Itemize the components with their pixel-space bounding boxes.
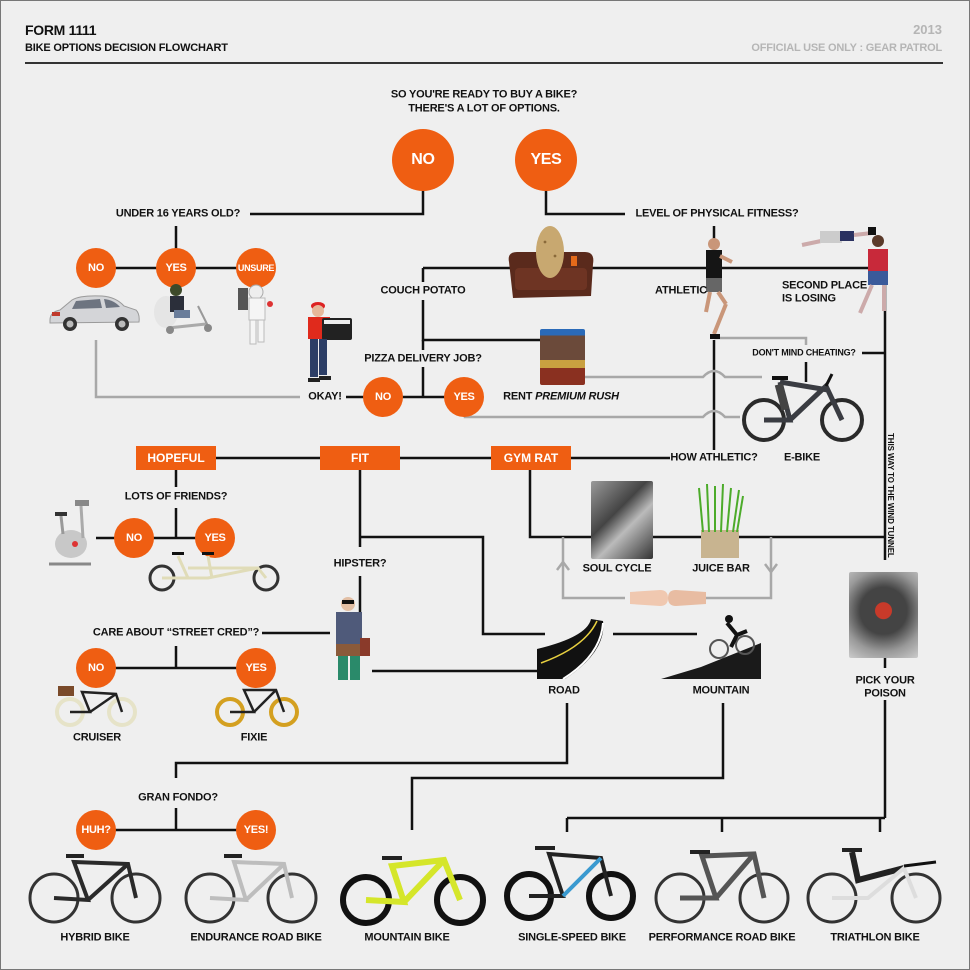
root-yes-node[interactable]: YES — [515, 129, 577, 191]
okay-label: OKAY! — [308, 390, 342, 403]
cruiser-label: CRUISER — [72, 731, 122, 744]
bike-label-endurance-road: ENDURANCE ROAD BIKE — [190, 931, 322, 944]
pizza-yes-node[interactable]: YES — [444, 377, 484, 417]
car-image — [49, 295, 140, 331]
pizza-question: PIZZA DELIVERY JOB? — [364, 352, 482, 365]
wind-tunnel-image — [849, 572, 918, 658]
road-image — [537, 619, 604, 679]
start-question-line1: SO YOU'RE READY TO BUY A BIKE? — [390, 88, 578, 101]
cheating-question: DON'T MIND CHEATING? — [752, 347, 856, 358]
bike-label-triathlon: TRIATHLON BIKE — [830, 931, 920, 944]
friends-yes-node[interactable]: YES — [195, 518, 235, 558]
pick-your-poison-line1: PICK YOUR — [855, 674, 915, 687]
fixie-bike-image — [215, 688, 299, 727]
street-cred-question: CARE ABOUT “STREET CRED”? — [92, 626, 260, 639]
athletic-runner-image — [704, 238, 733, 339]
mountain-bike-image — [340, 856, 486, 926]
pizza-delivery-person-image — [308, 302, 352, 382]
couch-potato-label: COUCH POTATO — [380, 284, 466, 297]
fist-bump-image — [630, 590, 706, 606]
year: 2013 — [913, 22, 942, 37]
under16-question: UNDER 16 YEARS OLD? — [115, 207, 241, 220]
rent-premium-rush-label: RENT PREMIUM RUSH — [503, 391, 619, 404]
fitness-question: LEVEL OF PHYSICAL FITNESS? — [635, 207, 799, 220]
athletic-label: ATHLETIC — [655, 284, 707, 297]
juice-bar-label: JUICE BAR — [692, 562, 750, 575]
hipster-image — [336, 597, 370, 680]
bike-label-hybrid: HYBRID BIKE — [60, 931, 130, 944]
friends-question: LOTS OF FRIENDS? — [124, 490, 228, 503]
e-bike-image — [742, 373, 864, 442]
gym-rat-node[interactable]: GYM RAT — [491, 446, 571, 470]
triathlon-bike-image — [806, 848, 942, 924]
wrestlers-image — [801, 227, 888, 314]
hybrid-bike-image — [28, 854, 162, 924]
movie-title: PREMIUM RUSH — [535, 390, 619, 403]
second-place-line2: IS LOSING — [782, 292, 836, 305]
couch-potato-image — [508, 226, 594, 298]
pizza-no-node[interactable]: NO — [363, 377, 403, 417]
bike-label-single-speed: SINGLE-SPEED BIKE — [518, 931, 626, 944]
cruiser-bike-image — [55, 686, 137, 727]
mountain-biker-image — [661, 615, 761, 679]
page-title: BIKE OPTIONS DECISION FLOWCHART — [25, 42, 228, 54]
single-speed-bike-image — [504, 846, 636, 921]
header-divider — [25, 62, 943, 64]
form-number: FORM 1111 — [25, 22, 97, 38]
tandem-bike-image — [148, 552, 280, 592]
road-label: ROAD — [548, 684, 580, 697]
fit-node[interactable]: FIT — [320, 446, 400, 470]
root-no-node[interactable]: NO — [392, 129, 454, 191]
endurance-road-bike-image — [184, 854, 318, 924]
bike-label-performance-road: PERFORMANCE ROAD BIKE — [648, 931, 796, 944]
soul-cycle-image — [591, 481, 653, 559]
premium-rush-poster-image — [540, 329, 585, 385]
rent-prefix: RENT — [503, 390, 536, 403]
wheatgrass-image — [698, 483, 744, 558]
under16-unsure-node[interactable]: UNSURE — [236, 248, 276, 288]
hopeful-node[interactable]: HOPEFUL — [136, 446, 216, 470]
how-athletic-question: HOW ATHLETIC? — [670, 451, 758, 464]
astronaut-jetpack-image — [238, 284, 273, 345]
fixie-label: FIXIE — [240, 731, 268, 744]
mountain-label: MOUNTAIN — [692, 684, 750, 697]
under16-yes-node[interactable]: YES — [156, 248, 196, 288]
e-bike-label: E-BIKE — [783, 451, 821, 464]
street-cred-yes-node[interactable]: YES — [236, 648, 276, 688]
gran-fondo-huh-node[interactable]: HUH? — [76, 810, 116, 850]
official-use-label: OFFICIAL USE ONLY : GEAR PATROL — [751, 42, 942, 54]
kid-on-scooter-image — [154, 284, 212, 334]
bike-label-mountain: MOUNTAIN BIKE — [364, 931, 450, 944]
start-question-line2: THERE'S A LOT OF OPTIONS. — [408, 102, 560, 115]
wind-tunnel-label: THIS WAY TO THE WIND TUNNEL — [886, 433, 895, 558]
under16-no-node[interactable]: NO — [76, 248, 116, 288]
soul-cycle-label: SOUL CYCLE — [582, 562, 652, 575]
street-cred-no-node[interactable]: NO — [76, 648, 116, 688]
hipster-question: HIPSTER? — [333, 557, 387, 570]
gran-fondo-yes-node[interactable]: YES! — [236, 810, 276, 850]
gran-fondo-question: GRAN FONDO? — [138, 791, 218, 804]
friends-no-node[interactable]: NO — [114, 518, 154, 558]
performance-road-bike-image — [654, 850, 790, 924]
stationary-bike-image — [49, 500, 91, 566]
pick-your-poison-line2: POISON — [864, 687, 906, 700]
second-place-line1: SECOND PLACE — [782, 279, 867, 292]
